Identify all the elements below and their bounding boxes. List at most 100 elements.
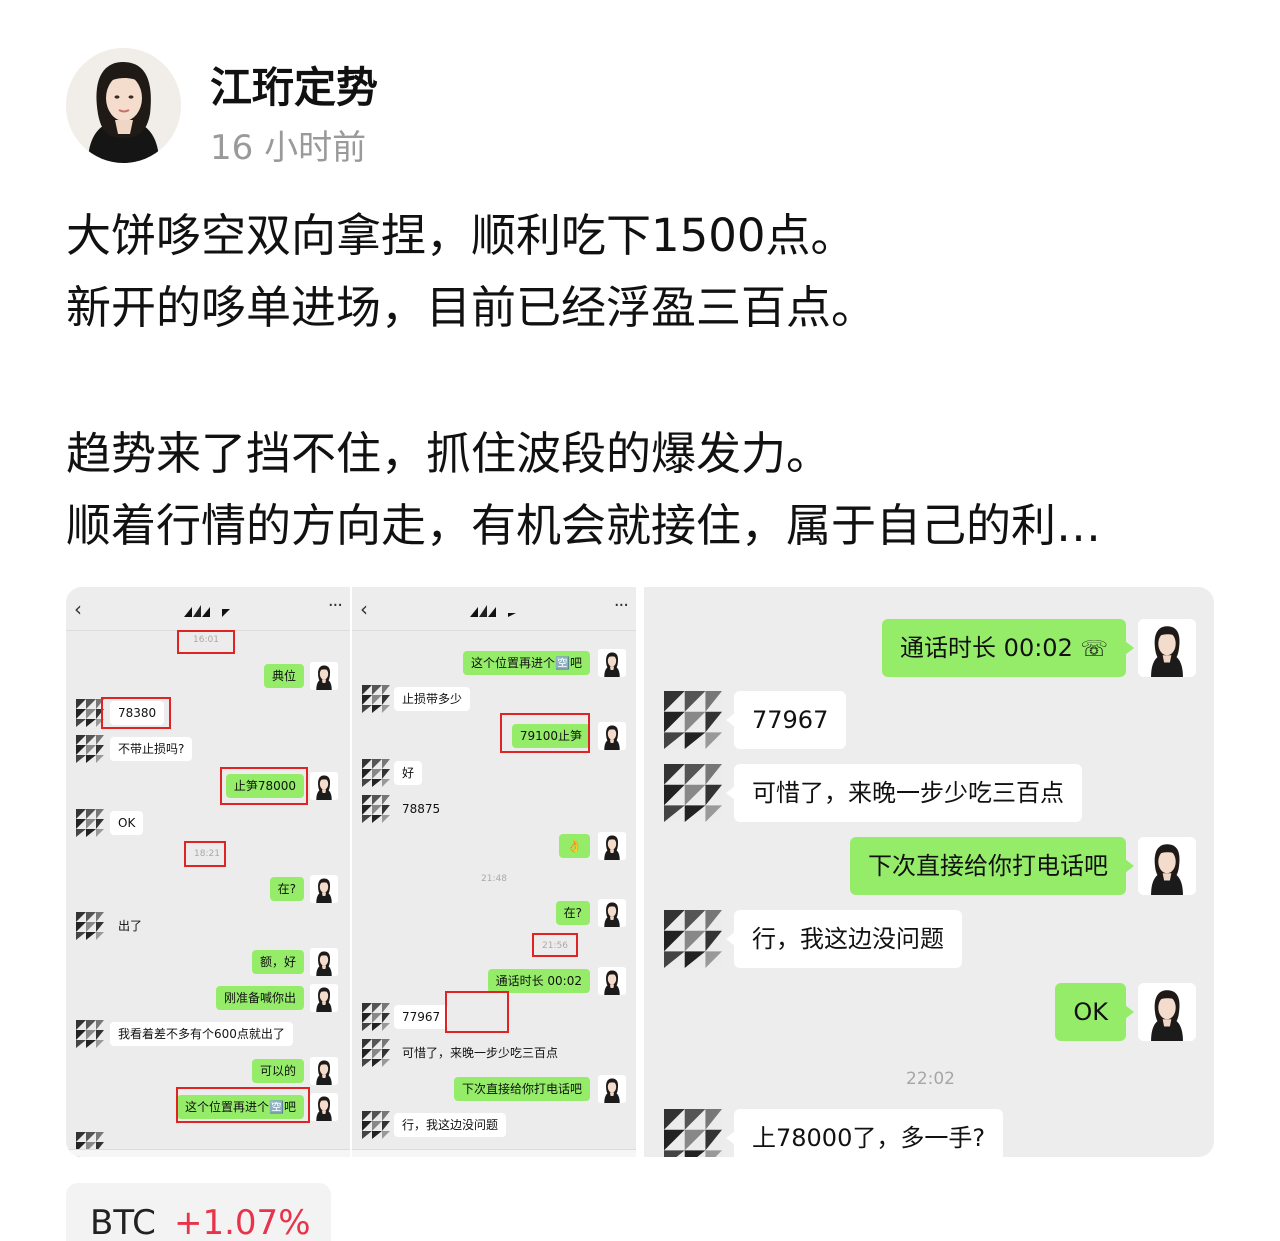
contact-avatar-mosaic — [664, 1109, 722, 1157]
post-body[interactable]: 大饼哆空双向拿捏，顺利吃下1500点。 新开的哆单进场，目前已经浮盈三百点。 趋… — [66, 200, 1226, 562]
contact-avatar-mosaic — [362, 685, 390, 713]
timestamp: 21:48 — [481, 874, 507, 884]
post-line-spacer — [66, 344, 1226, 418]
ticker-symbol: BTC — [90, 1203, 156, 1241]
self-avatar — [598, 832, 626, 860]
message-bubble: 这个位置再进个🈳吧 — [177, 1095, 304, 1119]
bubble-tail — [726, 1131, 735, 1145]
chat-row: 下次直接给你打电话吧 — [644, 837, 1214, 895]
screenshot-1[interactable]: ‹ ··· 16:01 典位 78380 不带止损吗? 止笋78000 — [66, 587, 350, 1157]
chat-row: 通话时长 00:02 ☏ — [644, 619, 1214, 677]
chat-input-bar — [66, 1149, 350, 1157]
highlight-box — [177, 630, 235, 654]
contact-name-mosaic — [184, 605, 230, 617]
chat-row: 可以的 — [66, 1057, 350, 1085]
self-avatar — [598, 722, 626, 750]
highlight-box — [445, 991, 509, 1033]
contact-avatar-mosaic — [362, 1111, 390, 1139]
self-avatar — [310, 875, 338, 903]
timestamp: 18:21 — [194, 849, 220, 859]
chat-row: 不带止损吗? — [66, 735, 350, 763]
chat-row: 78380 — [66, 699, 350, 727]
message-bubble: 典位 — [263, 664, 304, 688]
more-icon: ··· — [327, 595, 343, 616]
highlight-box — [101, 697, 171, 729]
chat-row: 下次直接给你打电话吧 — [352, 1075, 636, 1103]
contact-avatar-mosaic — [76, 1020, 104, 1048]
message-bubble: 刚准备喊你出 — [215, 986, 304, 1010]
chat-row: 好 — [352, 759, 636, 787]
chat-row: 出了 — [66, 912, 350, 940]
btc-ticker-chip[interactable]: BTC +1.07% — [66, 1183, 331, 1241]
message-bubble: 可惜了，来晚一步少吃三百点 — [402, 1046, 559, 1060]
bubble-tail — [726, 932, 735, 946]
self-avatar — [1138, 983, 1196, 1041]
chat-row: 通话时长 00:02 — [352, 967, 636, 995]
timestamp: 21:56 — [542, 941, 568, 951]
chat-topbar: ‹ ··· — [66, 587, 350, 631]
chat-row: 79100止笋 — [352, 722, 636, 750]
message-bubble: OK — [1055, 983, 1126, 1041]
contact-avatar-mosaic — [664, 764, 722, 822]
author-avatar[interactable] — [66, 48, 181, 163]
author-name[interactable]: 江珩定势 — [210, 63, 379, 112]
contact-avatar-mosaic — [76, 699, 104, 727]
chat-row: 77967 — [352, 1003, 636, 1031]
post-header: 江珩定势 16 小时前 — [66, 48, 766, 168]
timestamp: 22:02 — [906, 1069, 955, 1089]
message-bubble: 额，好 — [251, 950, 304, 974]
chat-row: 止笋78000 — [66, 772, 350, 800]
message-bubble: 行，我这边没问题 — [734, 910, 962, 968]
self-avatar — [598, 899, 626, 927]
chat-topbar: ‹ ··· — [352, 587, 636, 631]
message-bubble: 78875 — [402, 802, 441, 816]
call-duration-bubble: 通话时长 00:02 ☏ — [882, 619, 1126, 677]
self-avatar — [598, 649, 626, 677]
message-bubble: 止笋78000 — [225, 774, 304, 798]
back-chevron-icon: ‹ — [360, 597, 368, 621]
chat-row: OK — [66, 809, 350, 837]
message-bubble: 出了 — [118, 919, 143, 933]
message-bubble: 可以的 — [251, 1059, 304, 1083]
post-time: 16 小时前 — [210, 128, 367, 168]
self-avatar — [1138, 619, 1196, 677]
contact-avatar-mosaic — [362, 795, 390, 823]
message-bubble: 好 — [394, 761, 423, 785]
author-avatar-image — [66, 48, 181, 163]
message-bubble: 78380 — [110, 701, 165, 725]
message-bubble: 在? — [555, 901, 590, 925]
contact-avatar-mosaic — [362, 1039, 390, 1067]
chat-row: 👌 — [352, 832, 636, 860]
post-line-1: 大饼哆空双向拿捏，顺利吃下1500点。 — [66, 209, 856, 262]
chat-row: 上78000了，多一手? — [644, 1109, 1214, 1157]
self-avatar — [598, 1075, 626, 1103]
message-bubble: 不带止损吗? — [110, 737, 193, 761]
chat-row: 在? — [352, 899, 636, 927]
contact-avatar-mosaic — [76, 912, 104, 940]
contact-avatar-mosaic — [76, 809, 104, 837]
chat-row: 78875 — [352, 795, 636, 823]
screenshot-2[interactable]: ‹ ··· 这个位置再进个🈳吧 止损带多少 79100止笋 好 7887 — [352, 587, 636, 1157]
message-bubble: 我看着差不多有个600点就出了 — [110, 1022, 293, 1046]
screenshot-3[interactable]: 通话时长 00:02 ☏ 77967 可惜了，来晚一步少吃三百点 下次直接给你打… — [644, 587, 1214, 1157]
self-avatar — [310, 772, 338, 800]
contact-avatar-mosaic — [76, 735, 104, 763]
message-bubble: 79100止笋 — [511, 724, 590, 748]
bubble-tail — [726, 786, 735, 800]
chat-row: 行，我这边没问题 — [644, 910, 1214, 968]
chat-row: 行，我这边没问题 — [352, 1111, 636, 1139]
message-bubble: 这个位置再进个🈳吧 — [463, 651, 590, 675]
message-bubble: 77967 — [394, 1005, 449, 1029]
contact-name-mosaic — [470, 605, 516, 617]
chat-row: 这个位置再进个🈳吧 — [66, 1093, 350, 1121]
highlight-box — [184, 841, 226, 867]
post-line-3: 趋势来了挡不住，抓住波段的爆发力。 — [66, 427, 832, 480]
ticker-change: +1.07% — [174, 1203, 311, 1241]
message-bubble: OK — [110, 811, 144, 835]
self-avatar — [310, 984, 338, 1012]
bubble-tail — [1125, 859, 1134, 873]
message-bubble: 下次直接给你打电话吧 — [850, 837, 1126, 895]
highlight-box — [176, 1087, 310, 1123]
chat-row: 这个位置再进个🈳吧 — [352, 649, 636, 677]
call-duration-text: 通话时长 00:02 — [900, 634, 1073, 662]
